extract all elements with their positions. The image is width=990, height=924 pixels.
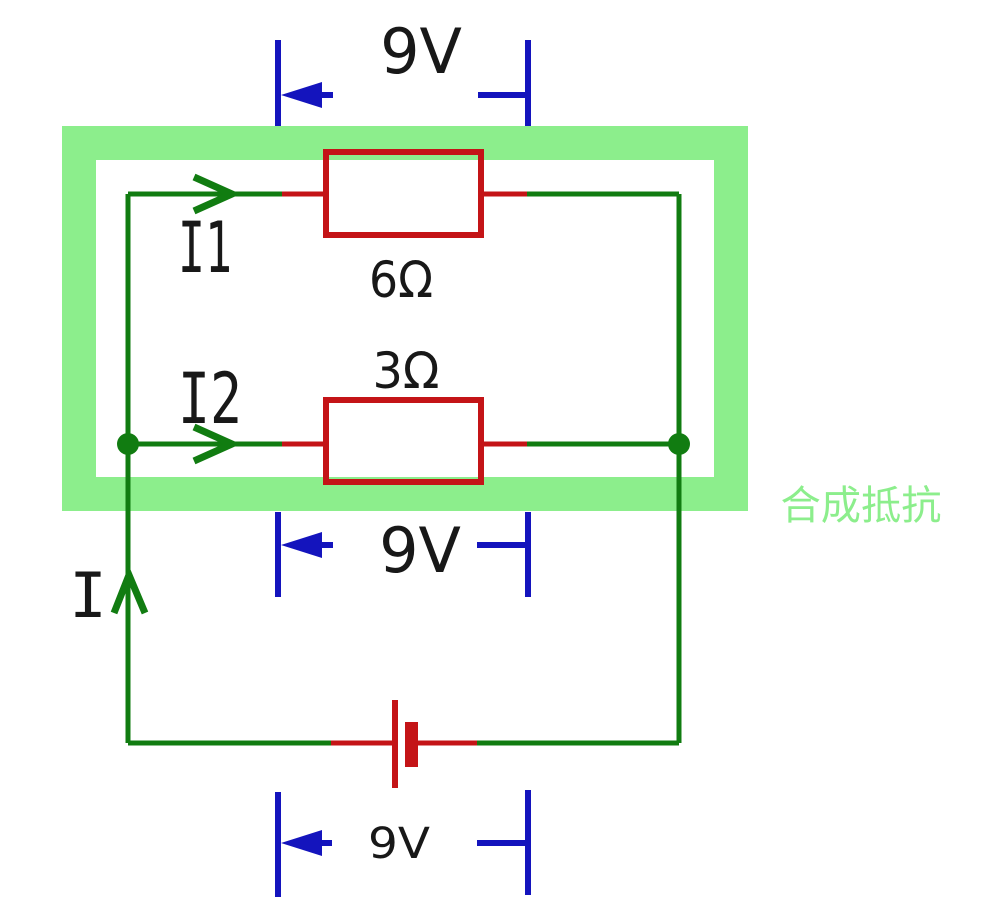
label-current-i2: I2 — [178, 358, 242, 440]
current-arrow-i-icon — [110, 565, 149, 615]
current-arrow-i2-icon — [192, 423, 241, 465]
label-resistor-3ohm: 3Ω — [373, 342, 440, 400]
combined-resistance-highlight-band — [62, 126, 748, 511]
current-arrow-i1-icon — [192, 173, 241, 215]
label-combined-resistance: 合成抵抗 — [781, 483, 942, 529]
side-wires — [125, 194, 682, 743]
dim-mid-arrowhead-icon — [281, 532, 322, 558]
label-voltage-middle: 9V — [379, 514, 461, 587]
resistor-6ohm — [323, 149, 484, 238]
label-current-i1: I1 — [178, 207, 232, 289]
resistor-3ohm — [323, 397, 484, 485]
label-current-i: I — [69, 559, 106, 632]
dim-top-arrowhead-icon — [281, 82, 322, 108]
junction-dot-right — [668, 433, 690, 455]
label-resistor-6ohm: 6Ω — [369, 251, 433, 309]
label-voltage-bottom: 9V — [368, 819, 431, 869]
junction-dot-left — [117, 433, 139, 455]
dim-bottom-arrowhead-icon — [281, 830, 322, 856]
label-voltage-top: 9V — [380, 15, 462, 88]
